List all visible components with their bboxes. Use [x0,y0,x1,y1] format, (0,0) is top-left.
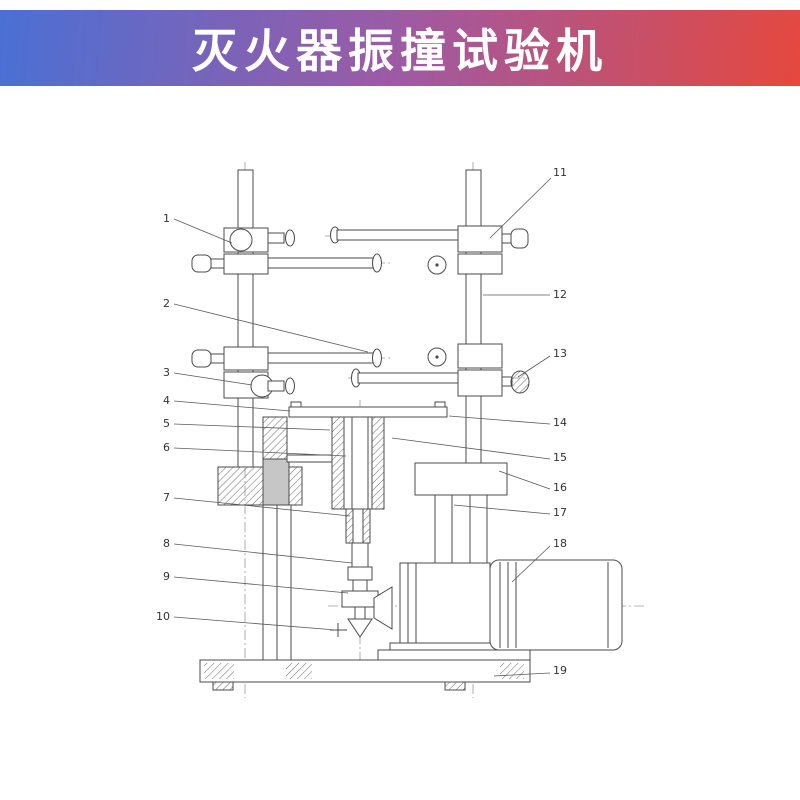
part-label-6: 6 [163,441,170,454]
part-label-4: 4 [163,394,170,407]
part-label-3: 3 [163,366,170,379]
left-column-post [237,169,254,468]
part-label-18: 18 [553,537,567,550]
part-labels: 1 2 3 4 5 6 7 8 9 10 11 12 13 14 15 16 1… [156,166,567,677]
part-label-12: 12 [553,288,567,301]
lower-right-clamp [351,343,530,397]
left-support-bracket [217,416,333,661]
page-title: 灭火器振撞试验机 [192,26,608,77]
center-striker-assembly [288,401,448,592]
gearbox [389,562,501,652]
part-label-15: 15 [553,451,567,464]
part-label-13: 13 [553,347,567,360]
part-label-9: 9 [163,570,170,583]
part-label-2: 2 [163,297,170,310]
part-label-16: 16 [553,481,567,494]
part-label-8: 8 [163,537,170,550]
part-label-17: 17 [553,506,567,519]
part-label-11: 11 [553,166,567,179]
motor [489,559,623,651]
part-label-7: 7 [163,491,170,504]
upper-left-clamp [191,227,382,275]
part-label-19: 19 [553,664,567,677]
lower-left-clamp [191,346,382,399]
leader-lines [173,177,552,677]
part-label-5: 5 [163,417,170,430]
base-plate [199,649,531,691]
upper-right-clamp [330,225,529,275]
right-column-post [465,169,482,464]
part-label-10: 10 [156,610,170,623]
title-banner: 灭火器振撞试验机 [0,10,800,86]
cam-mechanism [330,586,393,638]
part-label-1: 1 [163,212,170,225]
part-label-14: 14 [553,416,567,429]
